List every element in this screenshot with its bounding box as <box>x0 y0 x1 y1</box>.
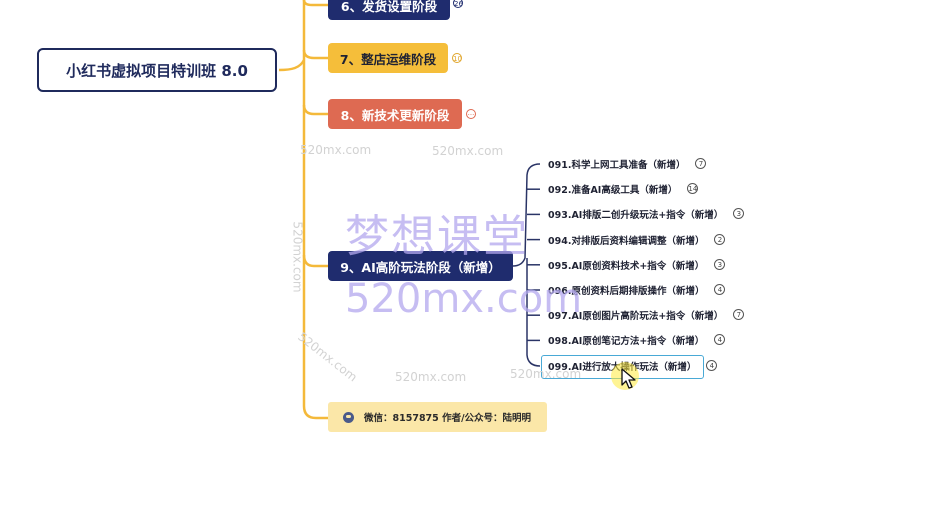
sub-item-count-badge: 4 <box>714 334 726 346</box>
contact-text: 微信：8157875 作者/公众号：陆明明 <box>364 413 532 424</box>
branch-stage-8 <box>302 104 328 116</box>
sub-item[interactable]: 091.科学上网工具准备（新增） <box>548 160 686 171</box>
root-connector <box>278 59 306 72</box>
watermark-text: 520mx.com <box>290 221 305 293</box>
stage-node-8[interactable]: 8、新技术更新阶段 <box>328 99 462 129</box>
contact-note[interactable]: 微信：8157875 作者/公众号：陆明明 <box>328 402 547 432</box>
sub-item[interactable]: 096.原创资料后期排版操作（新增） <box>548 286 705 297</box>
branch-stage-9 <box>302 254 328 268</box>
watermark-text: 520mx.com <box>395 370 467 384</box>
sub-item[interactable]: 097.AI原创图片高阶玩法+指令（新增） <box>548 311 724 323</box>
watermark-text: 520mx.com <box>510 367 582 381</box>
wechat-icon <box>343 411 354 423</box>
sub-item[interactable]: 098.AI原创笔记方法+指令（新增） <box>548 336 705 348</box>
stage-label: 7、整店运维阶段 <box>339 51 437 67</box>
sub-item-count-badge: 4 <box>706 359 718 371</box>
sub-item[interactable]: 093.AI排版二创升级玩法+指令（新增） <box>548 210 724 222</box>
stage-count-badge: 26 <box>453 0 463 8</box>
sub-item[interactable]: 095.AI原创资料技术+指令（新增） <box>548 260 705 272</box>
stage-more-badge: ··· <box>466 109 476 119</box>
sub-item[interactable]: 094.对排版后资料编辑调整（新增） <box>548 235 705 247</box>
branch-stage-6 <box>302 0 328 7</box>
watermark-text: 520mx.com <box>432 144 504 158</box>
root-title: 小红书虚拟项目特训班 8.0 <box>66 61 248 80</box>
sub-item-count-badge: 14 <box>687 183 699 195</box>
sub-bracket <box>512 163 541 367</box>
branch-stage-7 <box>302 49 328 60</box>
sub-item-count-badge: 4 <box>714 284 726 295</box>
stage-label: 8、新技术更新阶段 <box>340 107 450 123</box>
stage-node-7[interactable]: 7、整店运维阶段 <box>328 43 448 73</box>
mouse-cursor-icon <box>621 368 636 389</box>
sub-item[interactable]: 092.准备AI高级工具（新增） <box>548 185 678 197</box>
sub-item-count-badge: 3 <box>733 208 745 220</box>
watermark-text: 520mx.com <box>300 143 372 157</box>
stage-node-9[interactable]: 9、AI高阶玩法阶段（新增） <box>328 251 513 281</box>
stage-node-6[interactable]: 6、发货设置阶段 <box>328 0 450 20</box>
stage-label: 9、AI高阶玩法阶段（新增） <box>340 259 501 275</box>
sub-item-count-badge: 7 <box>695 158 707 169</box>
main-trunk <box>302 0 328 420</box>
watermark-title: 梦想课堂 <box>345 211 529 262</box>
sub-ticks <box>527 188 540 342</box>
stage-label: 6、发货设置阶段 <box>340 0 438 14</box>
stage-count-badge: 10 <box>452 53 462 63</box>
sub-item-count-badge: 3 <box>714 258 726 270</box>
sub-item-count-badge: 2 <box>714 233 726 245</box>
root-node[interactable]: 小红书虚拟项目特训班 8.0 <box>37 48 277 92</box>
watermark-url: 520mx.com <box>345 276 583 322</box>
sub-item-count-badge: 7 <box>733 309 745 321</box>
